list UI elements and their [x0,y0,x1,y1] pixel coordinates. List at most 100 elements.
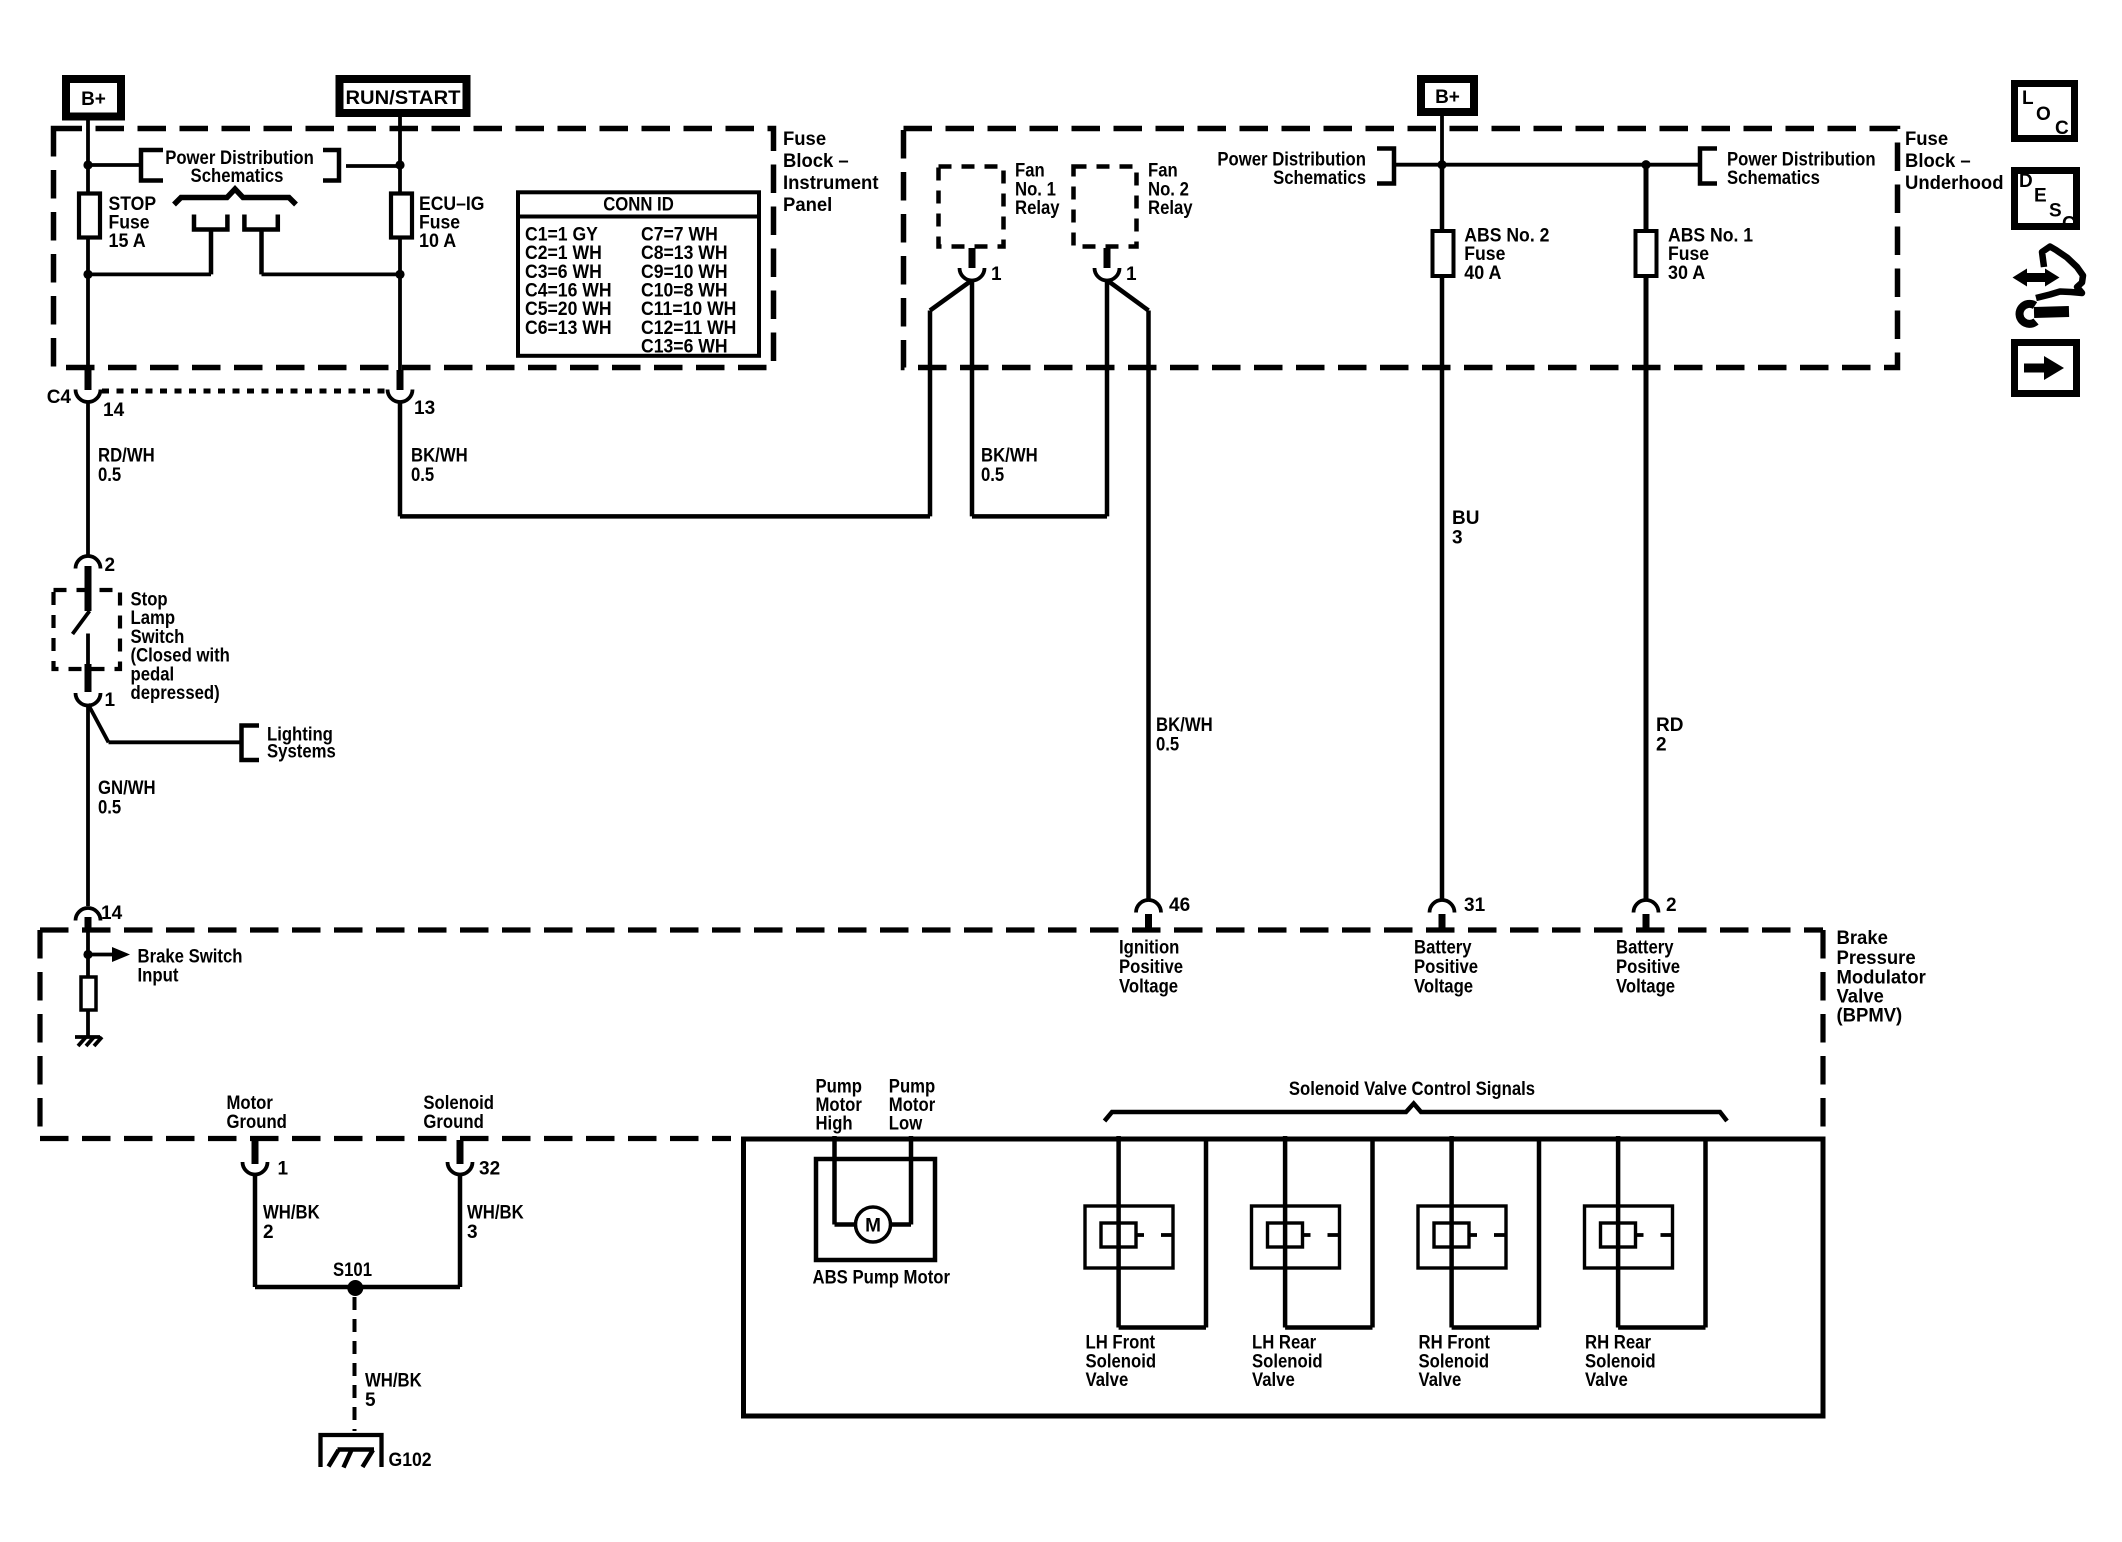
svg-text:Brake: Brake [1837,928,1888,949]
svg-text:1: 1 [278,1159,289,1180]
svg-text:Motor: Motor [889,1095,936,1116]
svg-text:Valve: Valve [1086,1370,1129,1391]
svg-text:Lamp: Lamp [131,608,176,629]
svg-text:Fuse: Fuse [1464,244,1505,265]
svg-text:32: 32 [479,1159,500,1180]
svg-text:Underhood: Underhood [1905,173,2004,194]
svg-text:Power Distribution: Power Distribution [1217,150,1366,171]
svg-text:C2=1 WH: C2=1 WH [525,243,602,264]
svg-text:(Closed with: (Closed with [131,646,230,667]
svg-text:Valve: Valve [1585,1370,1628,1391]
svg-text:Input: Input [138,966,179,987]
svg-text:Fuse: Fuse [1905,129,1948,150]
svg-text:C10=8 WH: C10=8 WH [641,281,728,302]
svg-text:Pump: Pump [889,1077,935,1098]
svg-text:RD/WH: RD/WH [98,446,155,467]
svg-text:LH Rear: LH Rear [1252,1333,1317,1354]
svg-text:Schematics: Schematics [191,166,284,187]
svg-text:BU: BU [1452,508,1479,529]
svg-text:C3=6 WH: C3=6 WH [525,262,602,283]
svg-text:Power Distribution: Power Distribution [1727,150,1876,171]
svg-text:Ground: Ground [227,1112,287,1133]
svg-text:2: 2 [263,1222,274,1243]
svg-text:ECU–IG: ECU–IG [419,194,485,215]
svg-text:0.5: 0.5 [1156,735,1180,756]
svg-text:G102: G102 [389,1450,432,1471]
svg-text:31: 31 [1464,895,1486,916]
svg-text:ABS No. 2: ABS No. 2 [1464,225,1549,246]
svg-text:Valve: Valve [1252,1370,1295,1391]
svg-text:C7=7 WH: C7=7 WH [641,224,718,245]
svg-text:0.5: 0.5 [98,798,122,819]
svg-text:Power Distribution: Power Distribution [165,148,314,169]
svg-text:Stop: Stop [131,590,168,611]
svg-text:C5=20 WH: C5=20 WH [525,299,612,320]
svg-text:Voltage: Voltage [1414,976,1473,997]
svg-text:C4: C4 [47,387,72,408]
svg-text:L: L [2022,88,2034,109]
svg-text:Fan: Fan [1148,161,1178,182]
svg-text:BK/WH: BK/WH [981,446,1038,467]
svg-text:Ignition: Ignition [1119,938,1179,959]
svg-text:Battery: Battery [1616,938,1674,959]
svg-text:Pressure: Pressure [1837,948,1916,969]
svg-text:Brake Switch: Brake Switch [138,947,243,968]
svg-text:Positive: Positive [1616,957,1680,978]
svg-text:No. 1: No. 1 [1015,179,1056,200]
svg-text:Voltage: Voltage [1616,976,1675,997]
svg-text:Fuse: Fuse [1668,244,1709,265]
svg-text:D: D [2019,171,2033,192]
svg-text:BK/WH: BK/WH [411,446,468,467]
svg-text:WH/BK: WH/BK [467,1203,524,1224]
svg-text:S: S [2049,200,2062,221]
svg-text:Relay: Relay [1148,198,1193,219]
svg-text:Relay: Relay [1015,198,1060,219]
svg-text:Modulator: Modulator [1837,968,1927,989]
svg-text:RD: RD [1656,715,1683,736]
svg-text:Lighting: Lighting [267,725,333,746]
svg-text:1: 1 [1126,264,1137,285]
svg-text:RUN/START: RUN/START [346,88,461,109]
svg-text:E: E [2034,186,2047,207]
svg-text:Motor: Motor [227,1093,274,1114]
svg-text:C9=10 WH: C9=10 WH [641,262,728,283]
svg-text:Motor: Motor [816,1095,863,1116]
svg-text:Low: Low [889,1114,923,1135]
svg-text:Valve: Valve [1419,1370,1462,1391]
svg-text:B+: B+ [81,89,106,110]
svg-text:10 A: 10 A [419,231,456,252]
svg-text:ABS Pump Motor: ABS Pump Motor [813,1268,951,1289]
svg-text:BK/WH: BK/WH [1156,715,1213,736]
svg-text:2: 2 [105,555,116,576]
svg-text:14: 14 [101,903,123,924]
svg-text:CONN ID: CONN ID [603,195,674,216]
svg-text:Schematics: Schematics [1273,168,1366,189]
svg-text:1: 1 [105,690,116,711]
svg-text:pedal: pedal [131,664,175,685]
svg-text:3: 3 [467,1222,478,1243]
svg-text:O: O [2036,104,2051,125]
svg-text:Instrument: Instrument [783,173,879,194]
svg-text:C4=16 WH: C4=16 WH [525,281,612,302]
svg-text:C11=10 WH: C11=10 WH [641,299,736,320]
svg-text:No. 2: No. 2 [1148,179,1189,200]
svg-text:2: 2 [1666,895,1677,916]
svg-text:C12=11 WH: C12=11 WH [641,318,736,339]
svg-text:Solenoid: Solenoid [423,1093,494,1114]
svg-text:Solenoid Valve Control Signals: Solenoid Valve Control Signals [1289,1079,1535,1100]
svg-text:Solenoid: Solenoid [1585,1351,1656,1372]
svg-text:C1=1 GY: C1=1 GY [525,224,598,245]
svg-text:40 A: 40 A [1464,263,1501,284]
svg-text:3: 3 [1452,528,1463,549]
svg-text:Positive: Positive [1119,957,1183,978]
svg-text:Fuse: Fuse [419,213,460,234]
svg-text:depressed): depressed) [131,683,220,704]
svg-text:46: 46 [1169,895,1190,916]
svg-text:0.5: 0.5 [98,465,122,486]
svg-text:RH Rear: RH Rear [1585,1333,1652,1354]
svg-text:Solenoid: Solenoid [1419,1351,1490,1372]
svg-text:Voltage: Voltage [1119,976,1178,997]
svg-text:M: M [865,1216,881,1237]
svg-text:GN/WH: GN/WH [98,778,156,799]
svg-text:C: C [2062,214,2076,235]
